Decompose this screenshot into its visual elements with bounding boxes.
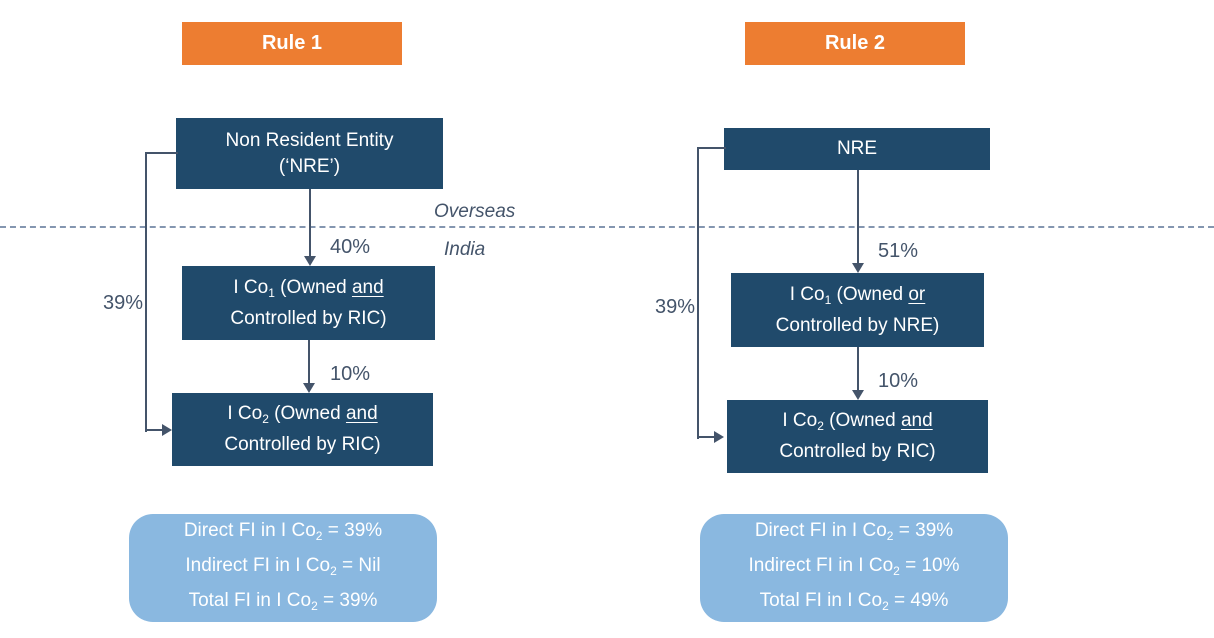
rule2-ico1-box: I Co1 (Owned or Controlled by NRE): [731, 273, 984, 347]
rule2-ico2-box: I Co2 (Owned and Controlled by RIC): [727, 400, 988, 473]
rule1-summary-line2: Indirect FI in I Co2 = Nil: [185, 554, 381, 578]
rule1-summary-line3: Total FI in I Co2 = 39%: [188, 589, 378, 613]
rule1-bypass-label: 39%: [102, 292, 143, 314]
rule2-ico2-line2: Controlled by RIC): [779, 441, 936, 462]
rule1-ico2-box: I Co2 (Owned and Controlled by RIC): [172, 393, 433, 466]
rule1-summary-line1: Direct FI in I Co2 = 39%: [183, 519, 383, 543]
rule2-summary-line3: Total FI in I Co2 = 49%: [759, 589, 949, 613]
rule1-nre-line2: (‘NRE’): [278, 155, 341, 177]
india-label: India: [444, 239, 486, 260]
overseas-india-divider: [0, 226, 1214, 228]
rule1-ico1-line1: I Co1 (Owned and: [233, 276, 384, 300]
rule2-ico2-line1: I Co2 (Owned and: [782, 410, 933, 433]
rule1-bypass-line: [145, 152, 178, 432]
rule2-arrow1-label: 51%: [878, 240, 919, 262]
rule1-arrow1-label: 40%: [330, 236, 371, 258]
rule2-nre-box: NRE: [724, 128, 990, 170]
rule2-bypass-bottom-line: [697, 436, 716, 438]
overseas-label: Overseas: [434, 201, 516, 222]
rule1-arrow2-label: 10%: [330, 363, 371, 385]
rule2-header: Rule 2: [745, 22, 965, 65]
rule2-arrow2-label: 10%: [878, 370, 919, 392]
rule2-nre-line1: NRE: [836, 138, 878, 159]
rule1-bypass-arrowhead: [162, 424, 172, 436]
rule1-arrow2-head: [303, 383, 315, 393]
rule1-ico1-box: I Co1 (Owned and Controlled by RIC): [182, 266, 435, 340]
rule2-arrow2-line: [857, 347, 859, 390]
rule1-header: Rule 1: [182, 22, 402, 65]
rule1-arrow1-line: [309, 189, 311, 256]
rule2-summary-box: Direct FI in I Co2 = 39% Indirect FI in …: [700, 514, 1008, 622]
rule1-ico1-line2: Controlled by RIC): [230, 307, 387, 329]
rule1-ico2-line1: I Co2 (Owned and: [227, 403, 378, 426]
rule1-arrow2-line: [308, 340, 310, 383]
rule1-nre-line1: Non Resident Entity: [225, 129, 394, 151]
rule1-arrow1-head: [304, 256, 316, 266]
rule1-ico2-line2: Controlled by RIC): [224, 434, 381, 455]
rule2-header-label: Rule 2: [824, 32, 886, 54]
rule2-summary-line1: Direct FI in I Co2 = 39%: [754, 519, 954, 543]
rule2-arrow1-line: [857, 170, 859, 263]
rule1-nre-box: Non Resident Entity (‘NRE’): [176, 118, 443, 189]
rule2-bypass-arrowhead: [714, 431, 724, 443]
rule1-summary-box: Direct FI in I Co2 = 39% Indirect FI in …: [129, 514, 437, 622]
rule2-bypass-line: [697, 147, 726, 439]
rule2-ico1-line2: Controlled by NRE): [775, 314, 940, 336]
rule1-header-label: Rule 1: [261, 32, 323, 54]
rule2-arrow1-head: [852, 263, 864, 273]
rule2-summary-line2: Indirect FI in I Co2 = 10%: [748, 554, 960, 578]
rule2-arrow2-head: [852, 390, 864, 400]
rule2-ico1-line1: I Co1 (Owned or: [789, 283, 926, 307]
rule1-bypass-bottom-line: [145, 429, 164, 431]
rule2-bypass-label: 39%: [654, 296, 695, 318]
